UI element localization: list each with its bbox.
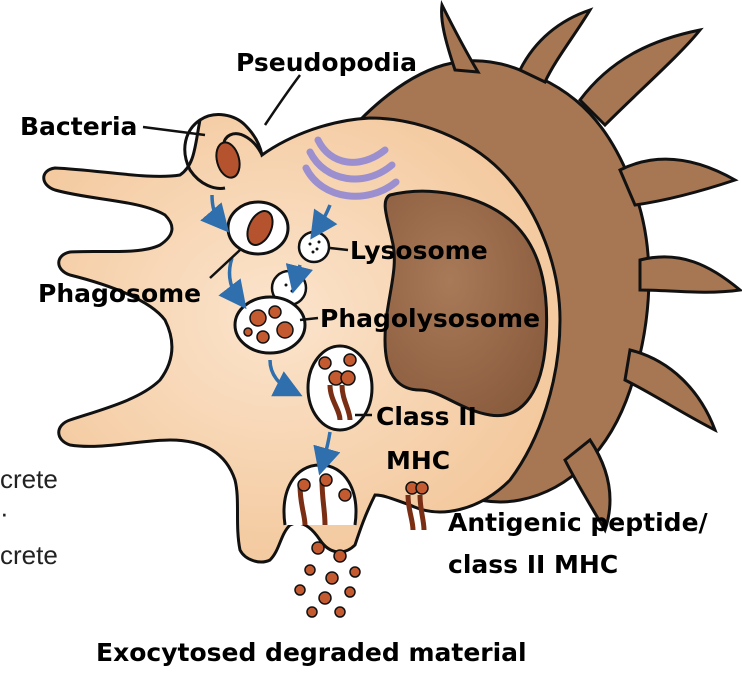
label-mhc: MHC — [386, 446, 451, 475]
phagolysosome — [233, 269, 308, 355]
label-bacteria: Bacteria — [20, 112, 138, 141]
edge-text-1: crete — [0, 464, 58, 494]
label-class-ii: Class II — [376, 402, 477, 431]
nucleus — [383, 189, 549, 418]
label-class-ii-mhc: class II MHC — [448, 550, 619, 579]
leader-lines — [142, 74, 372, 417]
label-lysosome: Lysosome — [350, 236, 488, 265]
label-phagosome: Phagosome — [38, 279, 202, 308]
label-antigenic-peptide: Antigenic peptide/ — [448, 508, 708, 537]
label-pseudopodia: Pseudopodia — [236, 48, 417, 77]
edge-text-3: crete — [0, 540, 58, 570]
pathway-arrows — [200, 194, 341, 476]
golgi-apparatus — [302, 136, 400, 200]
edge-text-2: · — [0, 498, 9, 528]
surface-mhc — [405, 481, 429, 531]
phagosome — [226, 200, 290, 256]
lysosome — [297, 230, 331, 264]
exocytosed-particles — [294, 541, 361, 618]
pseudopod-left — [183, 118, 226, 190]
label-exocytosed: Exocytosed degraded material — [96, 638, 527, 667]
mhc-vesicle — [306, 344, 374, 432]
label-phagolysosome: Phagolysosome — [320, 304, 541, 333]
bacterium-entering — [215, 141, 241, 179]
